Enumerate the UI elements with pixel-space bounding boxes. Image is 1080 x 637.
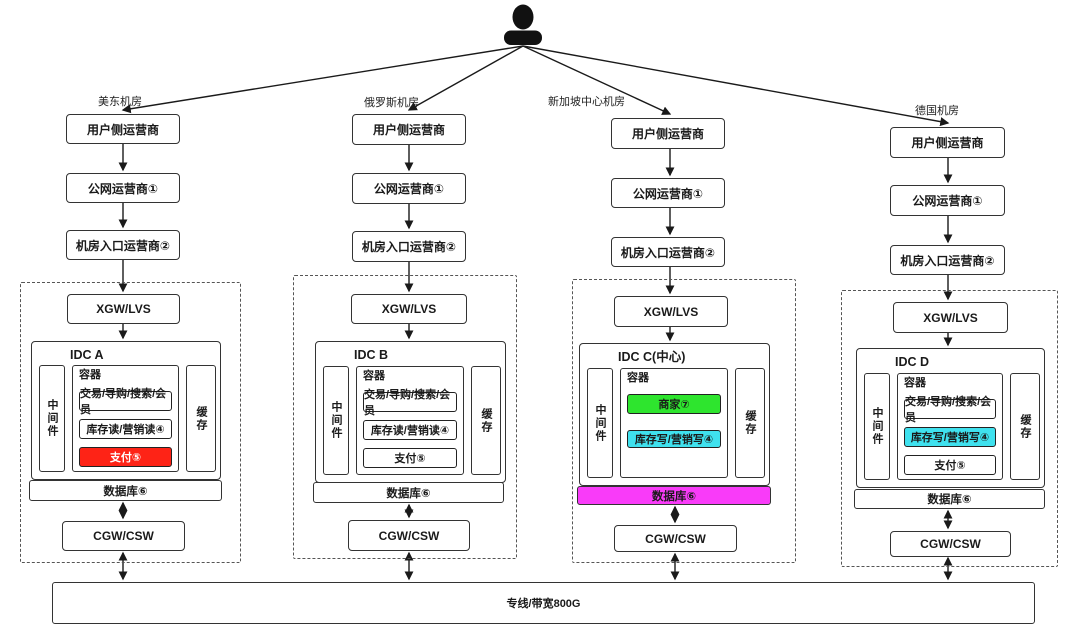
- cgw-csw-node: CGW/CSW: [890, 531, 1011, 557]
- idc-box: IDC D 中间件 容器 交易/导购/搜索/会员 库存写/营销写④ 支付⑤ 缓存: [856, 348, 1045, 488]
- user-side-carrier-node: 用户侧运营商: [611, 118, 725, 149]
- container-label: 容器: [79, 369, 101, 381]
- idc-title: IDC C(中心): [618, 350, 686, 364]
- database-bar: 数据库⑥: [577, 486, 771, 505]
- idc-title: IDC A: [70, 348, 104, 362]
- container-item-trade: 交易/导购/搜索/会员: [79, 388, 172, 416]
- public-network-carrier-node: 公网运营商①: [352, 173, 466, 204]
- database-bar: 数据库⑥: [313, 482, 504, 503]
- middleware-box: 中间件: [323, 366, 349, 475]
- user-side-carrier-node: 用户侧运营商: [890, 127, 1005, 158]
- cache-box: 缓存: [471, 366, 501, 475]
- room-entry-carrier-node: 机房入口运营商②: [66, 230, 180, 260]
- cache-box: 缓存: [735, 368, 765, 478]
- cgw-csw-node: CGW/CSW: [614, 525, 737, 552]
- idc-title: IDC D: [895, 355, 930, 369]
- container-item-trade: 交易/导购/搜索/会员: [363, 389, 457, 417]
- cgw-csw-node: CGW/CSW: [62, 521, 185, 551]
- xgw-lvs-node: XGW/LVS: [614, 296, 728, 327]
- cache-box: 缓存: [186, 365, 216, 472]
- xgw-lvs-node: XGW/LVS: [893, 302, 1008, 333]
- user-side-carrier-node: 用户侧运营商: [66, 114, 180, 144]
- idc-box: IDC A 中间件 容器 交易/导购/搜索/会员 库存读/营销读④ 支付⑤ 缓存: [31, 341, 221, 480]
- idc-dashed-zone: [572, 279, 796, 563]
- region-label: 新加坡中心机房: [548, 96, 625, 108]
- region-label: 俄罗斯机房: [364, 97, 419, 109]
- user-icon: [504, 4, 542, 45]
- room-entry-carrier-node: 机房入口运营商②: [890, 245, 1005, 275]
- user-side-carrier-node: 用户侧运营商: [352, 114, 466, 145]
- container-label: 容器: [363, 370, 385, 382]
- leased-line-bar: 专线/带宽800G: [52, 582, 1035, 624]
- public-network-carrier-node: 公网运营商①: [611, 178, 725, 208]
- container-box: 容器 交易/导购/搜索/会员 库存写/营销写④ 支付⑤: [897, 373, 1003, 480]
- database-bar: 数据库⑥: [29, 480, 222, 501]
- middleware-box: 中间件: [864, 373, 890, 480]
- container-label: 容器: [904, 377, 926, 389]
- container-item-inventory-read: 库存读/营销读④: [79, 419, 172, 439]
- container-label: 容器: [627, 372, 649, 384]
- container-box: 容器 交易/导购/搜索/会员 库存读/营销读④ 支付⑤: [356, 366, 464, 475]
- database-bar: 数据库⑥: [854, 489, 1045, 509]
- idc-box: IDC B 中间件 容器 交易/导购/搜索/会员 库存读/营销读④ 支付⑤ 缓存: [315, 341, 506, 483]
- container-box: 容器 商家⑦ 库存写/营销写④: [620, 368, 728, 478]
- container-item-inventory-write: 库存写/营销写④: [904, 427, 996, 447]
- container-item-payment: 支付⑤: [904, 455, 996, 475]
- container-box: 容器 交易/导购/搜索/会员 库存读/营销读④ 支付⑤: [72, 365, 179, 472]
- middleware-box: 中间件: [587, 368, 613, 478]
- container-item-merchant: 商家⑦: [627, 394, 721, 414]
- room-entry-carrier-node: 机房入口运营商②: [352, 231, 466, 262]
- idc-dashed-zone: [20, 282, 241, 563]
- xgw-lvs-node: XGW/LVS: [351, 294, 467, 324]
- cache-box: 缓存: [1010, 373, 1040, 480]
- idc-title: IDC B: [354, 348, 389, 362]
- container-item-trade: 交易/导购/搜索/会员: [904, 396, 996, 424]
- container-item-inventory-write: 库存写/营销写④: [627, 430, 721, 448]
- cgw-csw-node: CGW/CSW: [348, 520, 470, 551]
- idc-box: IDC C(中心) 中间件 容器 商家⑦ 库存写/营销写④ 缓存: [579, 343, 770, 486]
- container-item-inventory-read: 库存读/营销读④: [363, 420, 457, 440]
- container-item-payment: 支付⑤: [363, 448, 457, 468]
- region-label: 美东机房: [98, 96, 142, 108]
- middleware-box: 中间件: [39, 365, 65, 472]
- public-network-carrier-node: 公网运营商①: [890, 185, 1005, 216]
- xgw-lvs-node: XGW/LVS: [67, 294, 180, 324]
- public-network-carrier-node: 公网运营商①: [66, 173, 180, 203]
- region-label: 德国机房: [915, 105, 959, 117]
- container-item-payment: 支付⑤: [79, 447, 172, 467]
- room-entry-carrier-node: 机房入口运营商②: [611, 237, 725, 267]
